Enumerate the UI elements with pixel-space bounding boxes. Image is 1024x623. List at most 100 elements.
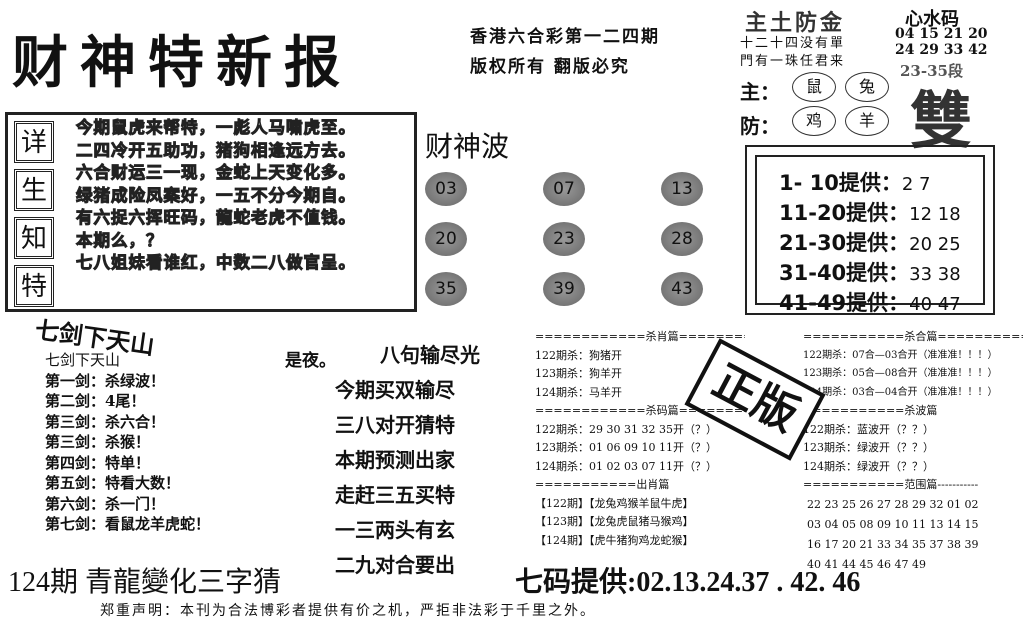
sha_bo-row: 123期杀：绿波开（？？） xyxy=(803,441,934,454)
fang-label: 防： xyxy=(740,114,780,138)
range-row: 41-49提供：40 47 xyxy=(779,289,983,319)
range-row: 21-30提供：20 25 xyxy=(779,229,983,259)
poem2-line: 二九对合要出 xyxy=(335,553,455,577)
chu_xiao-row: 【123期】【龙兔虎鼠猪马猴鸡】 xyxy=(535,515,694,528)
fan_wei-row: 22 23 25 26 27 28 29 32 01 02 xyxy=(807,497,979,511)
fan_wei-row: 03 04 05 08 09 10 11 13 14 15 xyxy=(807,517,979,531)
zhu-fang-title: 主土防金 xyxy=(745,10,846,36)
qijian-item: 第二剑：4尾！ xyxy=(45,392,146,410)
goat-icon: 羊 xyxy=(845,106,889,136)
poem-line: 二四冷开五助功，猪狗相逢远方去。 xyxy=(76,140,356,160)
sha_he-header: ===========杀合篇=========== xyxy=(803,330,1023,343)
poem-line: 绿猪成险凤案好，一五不分今期自。 xyxy=(76,185,356,205)
sha_ma-row: 123期杀：01 06 09 10 11开（？） xyxy=(535,441,717,454)
ball-number: 13 xyxy=(661,172,703,206)
ball-number: 23 xyxy=(543,222,585,256)
right-column: ===========杀合篇=========== 122期杀：07合—03合开（… xyxy=(803,328,1023,575)
footer-left: 124期 青龍變化三字猜 xyxy=(8,567,282,598)
qijian-item: 第三剑：杀六合！ xyxy=(45,412,166,431)
xinshui-numbers: 04 15 21 20 xyxy=(895,26,988,42)
poem-lines: 今期鼠虎来帮特，一彪人马啸虎至。二四冷开五助功，猪狗相逢远方去。六合财运三一现，… xyxy=(76,117,356,275)
chu_xiao-row: 【122期】【龙兔鸡猴羊鼠牛虎】 xyxy=(535,496,694,510)
sha_he-row: 124期杀：03合—04合开（准准准！！！） xyxy=(803,386,998,398)
sha_xiao-row: 123期杀：狗羊开 xyxy=(535,367,622,380)
masthead-title: 财神特新报 xyxy=(12,31,352,96)
range-label: 21-30提供： xyxy=(779,231,910,255)
sha_he-row: 122期杀：07合—03合开（准准准！！！） xyxy=(803,349,998,361)
sha_he-row: 123期杀：05合—08合开（准准准！！！） xyxy=(803,368,998,379)
qijian-list: 七剑下天山 第一剑：杀绿波！ 第二剑：4尾！ 第三剑：杀六合！ 第三剑：杀猴！ 第四剑：… xyxy=(45,350,210,535)
xinshui-numbers: 24 29 33 42 xyxy=(895,42,988,58)
chu_xiao-row: 【124期】【虎牛猪狗鸡龙蛇猴】 xyxy=(535,533,694,547)
footer-right: 七码提供:02.13.24.37 . 42. 46 xyxy=(515,567,861,598)
duan-label: 23-35段 xyxy=(900,62,963,80)
qijian-item: 第四剑：特单！ xyxy=(45,453,151,472)
sha_bo-header: ===========杀波篇 xyxy=(803,404,938,417)
sha_ma-row: 122期杀：29 30 31 32 35开（？） xyxy=(535,422,717,436)
ball-number: 20 xyxy=(425,222,467,256)
sha_xiao-row: 122期杀：狗猪开 xyxy=(535,348,622,362)
poem2-line: 一三两头有玄 xyxy=(335,518,455,542)
side-char: 知 xyxy=(14,217,54,259)
sha_bo-row: 122期杀：蓝波开（？？） xyxy=(803,422,934,436)
sha_ma-header: ============杀码篇============ xyxy=(535,404,745,417)
poem2-line: 本期预测出家 xyxy=(335,448,455,472)
range-values: 33 38 xyxy=(909,264,961,285)
rat-icon: 鼠 xyxy=(792,72,836,102)
poem-line: 有六捉六挥旺码，龍蛇老虎不值钱。 xyxy=(76,208,356,228)
poem-line: 今期鼠虎来帮特，一彪人马啸虎至。 xyxy=(76,118,356,138)
fan_wei-header: ===========范围篇----------- xyxy=(803,478,979,491)
range-label: 41-49提供： xyxy=(779,291,910,315)
qijian-title: 七剑下天山 xyxy=(45,351,121,369)
zhu-label: 主： xyxy=(740,80,780,104)
qijian-item: 第七剑：看鼠龙羊虎蛇！ xyxy=(45,515,211,533)
sha_ma-row: 124期杀：01 02 03 07 11开（？） xyxy=(535,459,717,473)
side-char: 特 xyxy=(14,265,54,307)
range-label: 31-40提供： xyxy=(779,261,910,285)
ball-number: 28 xyxy=(661,222,703,256)
range-values: 20 25 xyxy=(909,234,961,255)
shuang-char: 雙 xyxy=(910,84,973,157)
chu_xiao-header: ===========出肖篇 xyxy=(535,478,670,491)
poem-line: 本期么，？ xyxy=(76,230,164,250)
poem2-line: 走赶三五买特 xyxy=(335,483,455,507)
sha_xiao-row: 124期杀：马羊开 xyxy=(535,385,622,399)
qijian-item: 第五剑：特看大数！ xyxy=(45,474,181,492)
range-row: 11-20提供：12 18 xyxy=(779,199,983,229)
range-values: 12 18 xyxy=(909,204,961,225)
xinshui-title: 心水码 xyxy=(905,9,959,30)
qijian-item: 第一剑：杀绿波！ xyxy=(45,371,166,390)
qijian-item: 第三剑：杀猴！ xyxy=(45,433,151,451)
qijian-item: 第六剑：杀一门！ xyxy=(45,494,166,513)
range-values: 2 7 xyxy=(901,174,931,195)
range-label: 1- 10提供： xyxy=(779,171,902,195)
footer-notice: 郑重声明：本刊为合法博彩者提供有价之机，严拒非法彩于千里之外。 xyxy=(100,603,596,619)
rabbit-icon: 兔 xyxy=(845,72,889,102)
poem-box: 详 生 知 特 今期鼠虎来帮特，一彪人马啸虎至。二四冷开五助功，猪狗相逢远方去。… xyxy=(5,112,417,312)
fan_wei-row: 16 17 20 21 33 34 35 37 38 39 xyxy=(807,537,979,551)
sha_xiao-header: ============杀肖篇============ xyxy=(535,330,745,343)
range-label: 11-20提供： xyxy=(779,201,910,225)
verse-line: 門有一珠任君来 xyxy=(740,54,846,69)
poem2-line: 八句输尽光 xyxy=(380,343,480,367)
range-row: 1- 10提供：2 7 xyxy=(779,169,983,199)
side-char: 生 xyxy=(14,169,54,211)
poem2-lines: 八句输尽光今期买双输尽三八对开猜特本期预测出家走赶三五买特一三两头有玄二九对合要… xyxy=(335,338,518,583)
ball-number: 07 xyxy=(543,172,585,206)
fan_wei-row: 40 41 44 45 46 47 49 xyxy=(807,557,926,571)
poem2-line: 三八对开猜特 xyxy=(335,413,455,437)
rooster-icon: 鸡 xyxy=(792,106,836,136)
poem-line: 七八姐妹看谁红，中数二八做官呈。 xyxy=(76,253,356,273)
poem2-fragment: 是夜。 xyxy=(285,351,336,371)
rights-label: 版权所有 翻版必究 xyxy=(470,57,630,77)
range-row: 31-40提供：33 38 xyxy=(779,259,983,289)
poem-line: 六合财运三一现，金蛇上天变化多。 xyxy=(76,163,356,183)
caishen-bo-title: 财神波 xyxy=(425,130,510,163)
sha_bo-row: 124期杀：绿波开（？？） xyxy=(803,459,934,473)
side-char: 详 xyxy=(14,121,54,163)
verse-line: 十二十四没有單 xyxy=(740,36,846,51)
range-values: 40 47 xyxy=(909,294,961,315)
left-column: ============杀肖篇============ 122期杀：狗猪开 123期… xyxy=(535,328,745,550)
issue-label: 香港六合彩第一二四期 xyxy=(470,27,660,47)
